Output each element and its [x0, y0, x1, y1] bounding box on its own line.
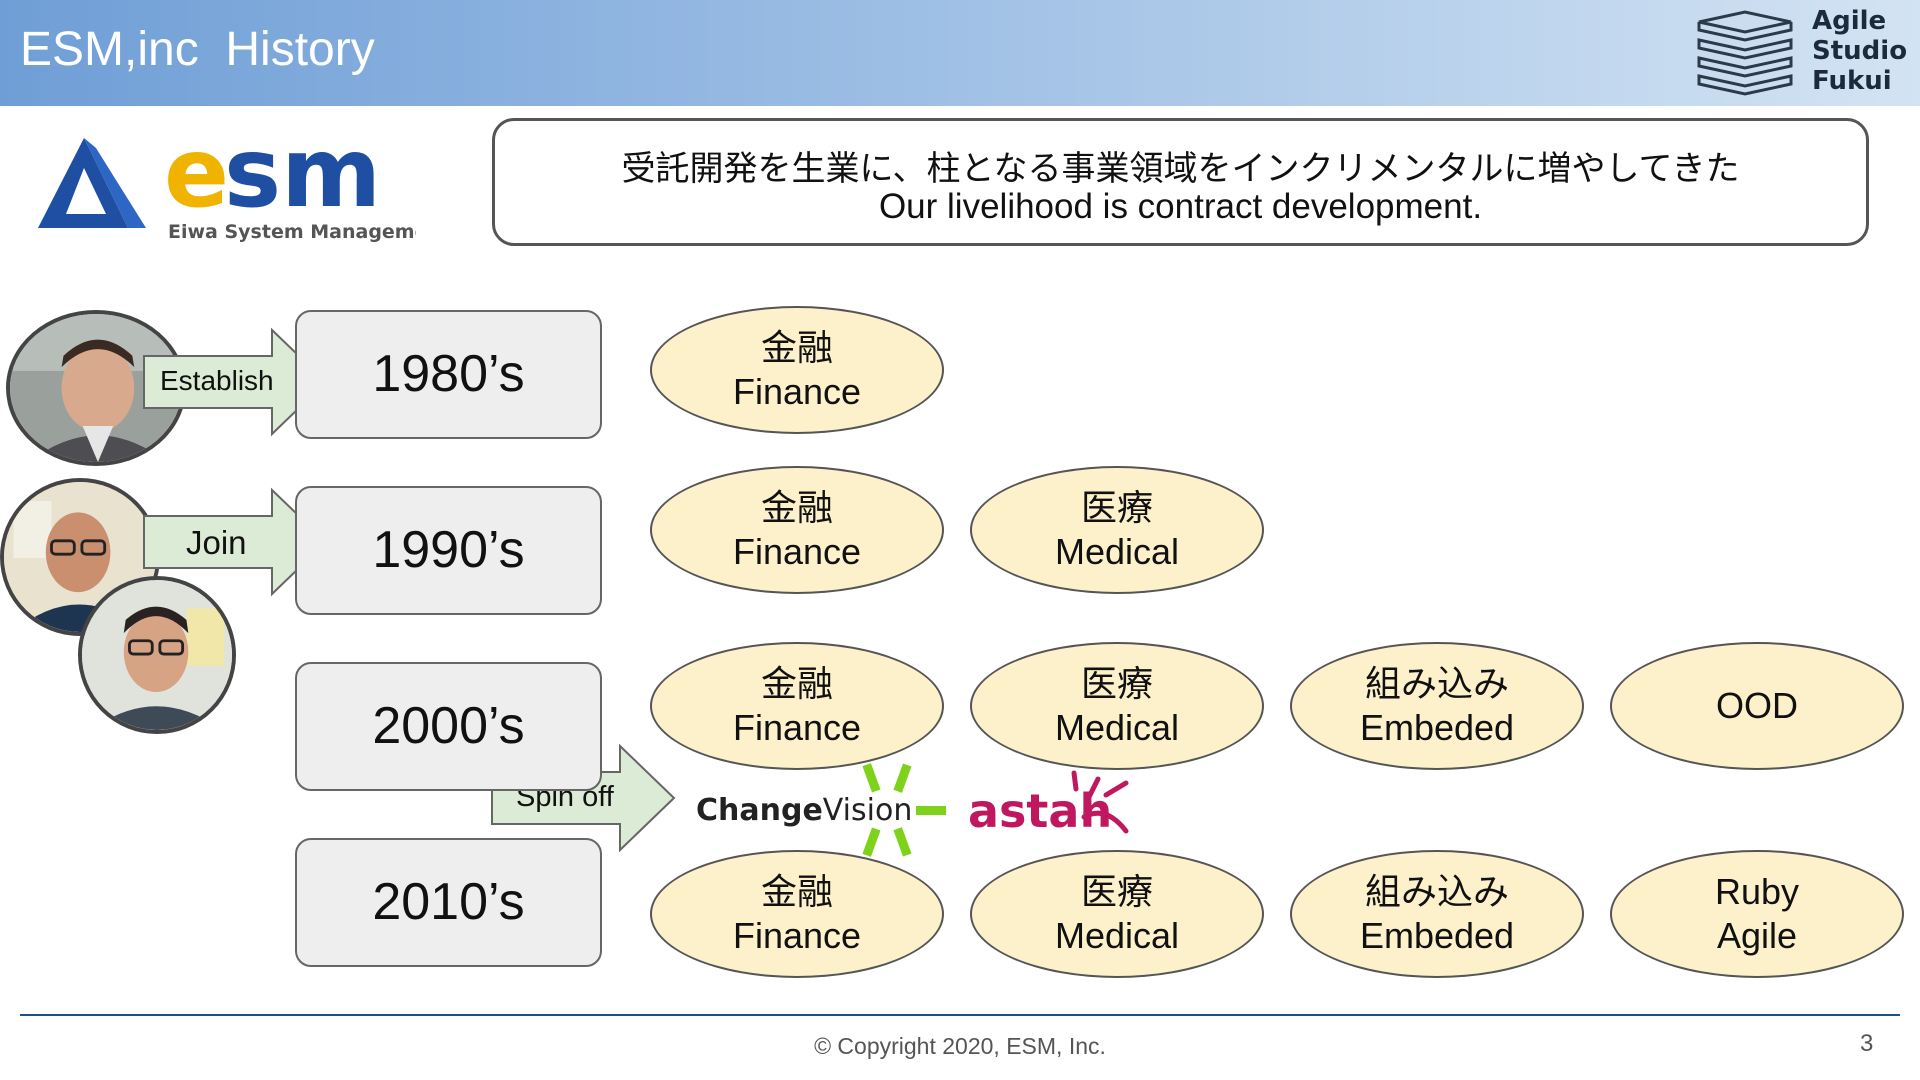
astah-logo: astah [968, 770, 1129, 838]
footer-divider [20, 1014, 1900, 1016]
domain-jp: 組み込み [1364, 663, 1509, 704]
domain-line-2: Agile [1716, 915, 1798, 956]
decade-2000s: 2000’s [295, 662, 602, 791]
domain-ruby-agile-2010s: Ruby Agile [1610, 850, 1904, 978]
domain-en: OOD [1715, 685, 1798, 726]
domain-line-1: Ruby [1714, 871, 1800, 912]
domain-ood-2000s: OOD [1610, 642, 1904, 770]
domain-jp: 金融 [760, 871, 833, 912]
changevision-logo: ChangeVision [696, 763, 946, 857]
domain-en: Medical [1054, 707, 1180, 748]
domain-jp: 金融 [760, 487, 833, 528]
tagline-box: 受託開発を生業に、柱となる事業領域をインクリメンタルに増やしてきた Our li… [492, 118, 1869, 246]
logo-e: e [164, 128, 229, 229]
member-photo-2 [78, 576, 236, 734]
domain-jp: 金融 [760, 663, 833, 704]
decade-1990s: 1990’s [295, 486, 602, 615]
join-label: Join [186, 524, 247, 561]
astah-wordmark: astah [968, 784, 1112, 838]
copyright-text: © Copyright 2020, ESM, Inc. [814, 1033, 1106, 1059]
stacked-layers-icon [1697, 10, 1793, 96]
svg-text:ChangeVision: ChangeVision [696, 793, 912, 828]
domain-medical-2010s: 医療 Medical [970, 850, 1264, 978]
changevision-bold: Change [696, 793, 823, 828]
domain-en: Finance [732, 531, 862, 572]
brand-line-agile: Agile [1812, 6, 1887, 36]
esm-logo: e sm Eiwa System Management [38, 128, 416, 243]
tagline-english: Our livelihood is contract development. [878, 187, 1483, 226]
domain-jp: 組み込み [1364, 871, 1509, 912]
domain-medical-1990s: 医療 Medical [970, 466, 1264, 594]
domain-en: Embeded [1359, 915, 1515, 956]
domain-jp: 金融 [760, 327, 833, 368]
triangle-mark [38, 138, 128, 228]
domain-en: Embeded [1359, 707, 1515, 748]
domain-embeded-2000s: 組み込み Embeded [1290, 642, 1584, 770]
decade-1980s: 1980’s [295, 310, 602, 439]
establish-label: Establish [160, 365, 274, 396]
domain-en: Finance [732, 707, 862, 748]
changevision-light: Vision [823, 793, 913, 828]
domain-en: Medical [1054, 915, 1180, 956]
domain-finance-2000s: 金融 Finance [650, 642, 944, 770]
domain-en: Finance [732, 915, 862, 956]
domain-jp: 医療 [1080, 871, 1153, 912]
domain-medical-2000s: 医療 Medical [970, 642, 1264, 770]
domain-finance-2010s: 金融 Finance [650, 850, 944, 978]
domain-jp: 医療 [1080, 663, 1153, 704]
tagline-japanese: 受託開発を生業に、柱となる事業領域をインクリメンタルに増やしてきた [621, 150, 1740, 188]
domain-jp: 医療 [1080, 487, 1153, 528]
domain-finance-1990s: 金融 Finance [650, 466, 944, 594]
brand-line-studio: Studio [1812, 36, 1908, 66]
domain-en: Finance [732, 371, 862, 412]
logo-sm: sm [224, 128, 381, 229]
page-number: 3 [1860, 1030, 1874, 1057]
decade-2010s: 2010’s [295, 838, 602, 967]
header-bar: ESM,inc History Agile Studio Fukui [0, 0, 1920, 106]
domain-finance-1980s: 金融 Finance [650, 306, 944, 434]
brand-name: Agile Studio Fukui [1812, 6, 1907, 96]
establish-arrow: Establish [142, 327, 328, 437]
slide-title: ESM,inc History [20, 23, 375, 76]
logo-subtitle: Eiwa System Management [168, 221, 416, 243]
brand-line-fukui: Fukui [1812, 66, 1892, 96]
domain-en: Medical [1054, 531, 1180, 572]
domain-embeded-2010s: 組み込み Embeded [1290, 850, 1584, 978]
